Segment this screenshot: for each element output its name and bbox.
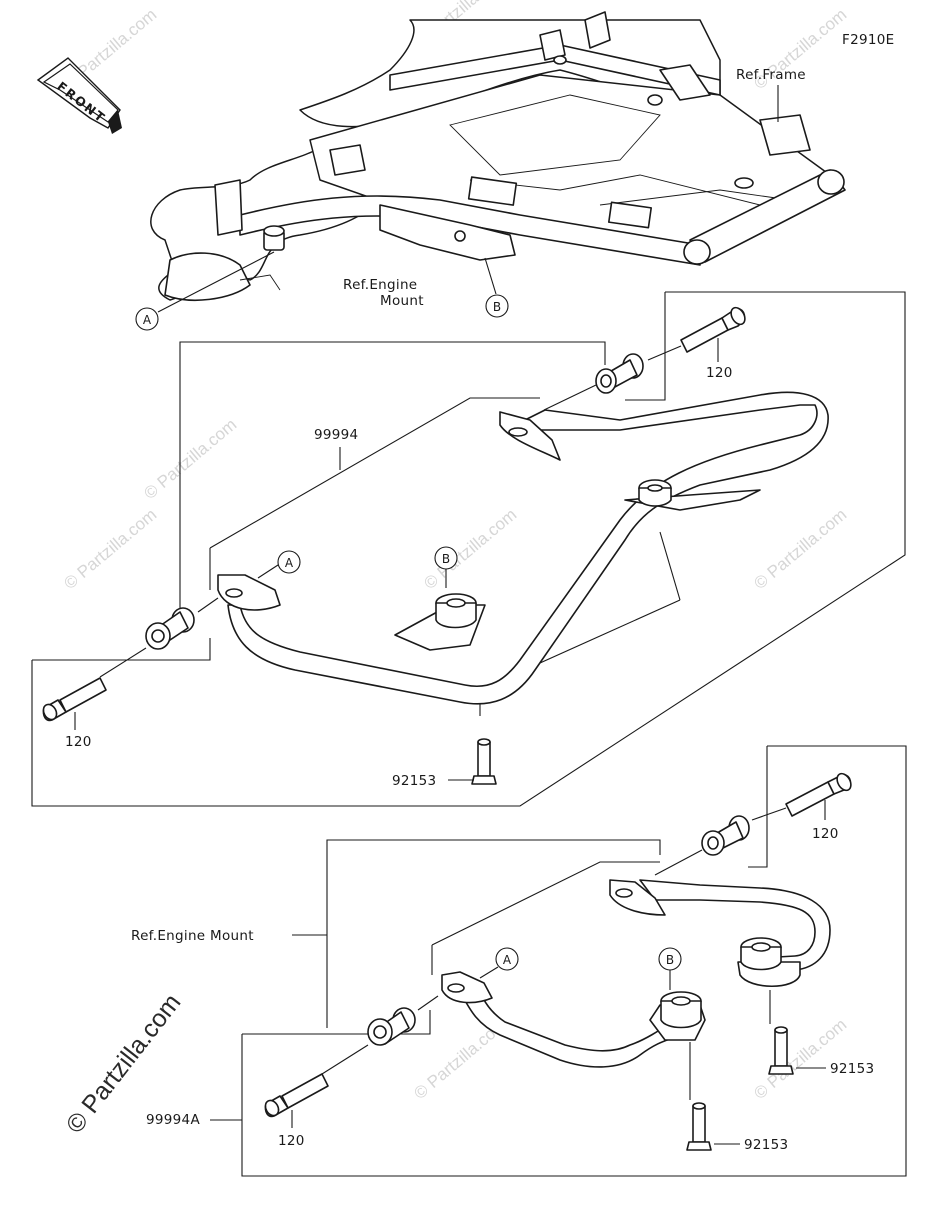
engine-guard-99994 [217, 391, 829, 705]
collar [145, 607, 195, 650]
bolt-120 [680, 306, 746, 353]
part-92153-label: 92153 [744, 1137, 788, 1153]
ref-engine-mount-top-line2: Mount [380, 293, 424, 309]
part-92153-label: 92153 [392, 773, 436, 789]
part-120-label: 120 [812, 826, 839, 842]
callout-a-label: A [143, 313, 152, 327]
callout-a-lower [495, 947, 519, 971]
part-92153-label: 92153 [830, 1061, 874, 1077]
callout-a-label: A [503, 953, 512, 967]
collar [367, 1007, 416, 1046]
watermark: © Partzilla.com [420, 505, 520, 593]
watermark: © Partzilla.com [750, 505, 850, 593]
bolt-120 [42, 677, 107, 722]
callout-b-top [485, 294, 509, 318]
callout-b-upper [434, 546, 458, 570]
collar [595, 353, 644, 394]
callout-b-lower [658, 947, 682, 971]
callout-b-label: B [666, 953, 674, 967]
bolt-92153 [471, 738, 497, 785]
callout-b-label: B [442, 552, 450, 566]
bolt-120 [785, 772, 852, 817]
part-99994-label: 99994 [314, 427, 358, 443]
part-120-label: 120 [706, 365, 733, 381]
front-arrow-icon: FRONT [36, 57, 122, 134]
vehicle-frame [150, 11, 846, 301]
bolt-92153 [686, 1102, 712, 1151]
watermark: © Partzilla.com [60, 505, 160, 593]
callout-b-label: B [493, 300, 501, 314]
part-99994a-label: 99994A [146, 1112, 200, 1128]
callout-a-top [135, 307, 159, 331]
watermark: © Partzilla.com [750, 1015, 850, 1103]
callout-a-label: A [285, 556, 294, 570]
ref-engine-mount-top-line1: Ref.Engine [343, 277, 417, 293]
bolt-92153 [768, 1026, 794, 1075]
watermark: © Partzilla.com [140, 415, 240, 503]
callout-a-upper [277, 550, 301, 574]
part-120-label: 120 [65, 734, 92, 750]
ref-frame-label: Ref.Frame [736, 67, 806, 83]
bolt-120 [264, 1073, 329, 1118]
ref-engine-mount-bottom-label: Ref.Engine Mount [131, 928, 254, 944]
collar [701, 815, 750, 856]
figure-code: F2910E [842, 32, 894, 48]
part-120-label: 120 [278, 1133, 305, 1149]
engine-guard-99994a [441, 879, 831, 1068]
